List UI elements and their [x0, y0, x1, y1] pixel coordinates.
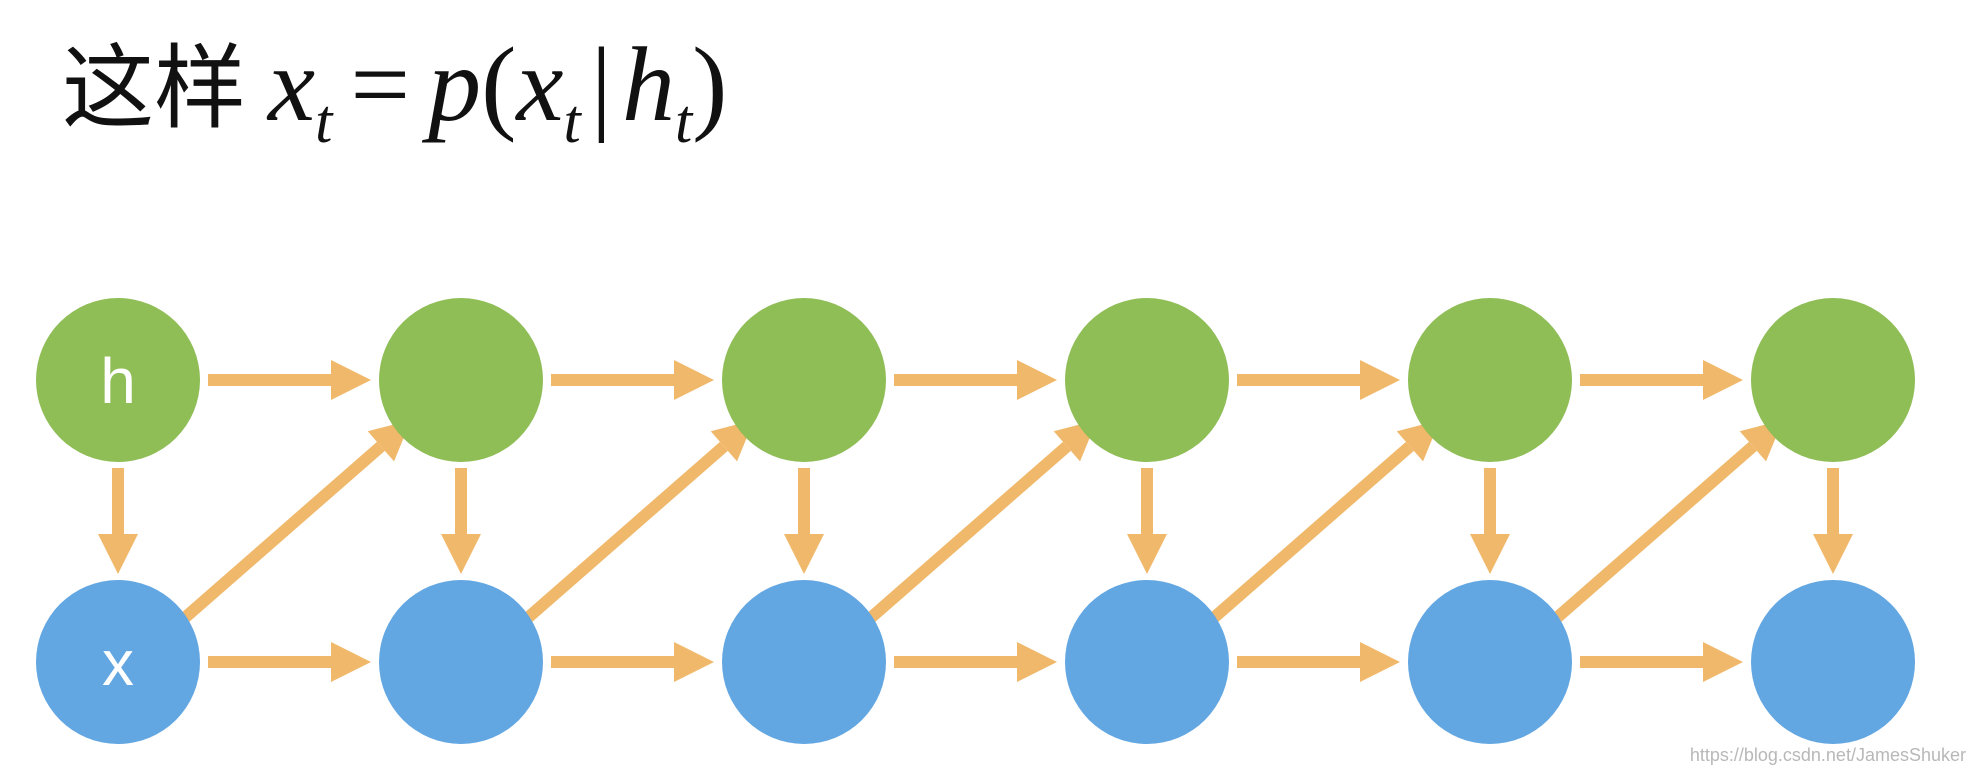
- input-node-3: [1065, 580, 1229, 744]
- formula-close-paren: ): [692, 26, 728, 143]
- hidden-node-label: h: [100, 345, 136, 417]
- arrow-x4-to-x5: [1580, 642, 1743, 682]
- arrow-x2-to-h3: [862, 420, 1097, 627]
- arrow-h5-to-x5: [1813, 468, 1853, 574]
- arrow-x4-to-h5: [1548, 420, 1783, 627]
- arrow-h1-to-x1: [441, 468, 481, 574]
- formula-arg-var: x: [516, 26, 564, 143]
- arrow-h3-to-x3: [1127, 468, 1167, 574]
- arrow-h3-to-h4: [1237, 360, 1400, 400]
- arrow-x3-to-h4-shaft: [1205, 441, 1414, 627]
- hidden-node-2: [722, 298, 886, 462]
- input-node-5: [1751, 580, 1915, 744]
- formula-equals: =: [350, 26, 411, 143]
- arrow-x1-to-x2-head: [674, 642, 714, 682]
- formula-open-paren: (: [481, 26, 517, 143]
- input-node-0: [36, 580, 200, 744]
- arrow-h0-to-h1: [208, 360, 371, 400]
- arrow-h3-to-h4-head: [1360, 360, 1400, 400]
- arrow-h0-to-x0-head: [98, 534, 138, 574]
- formula-given-bar: |: [590, 26, 612, 143]
- formula-lhs-sub: t: [315, 88, 333, 156]
- arrow-x2-to-h3-shaft: [862, 441, 1071, 627]
- hidden-node-3: [1065, 298, 1229, 462]
- title-formula: xt=p(xt|ht): [268, 24, 728, 153]
- arrow-x1-to-h2-shaft: [519, 441, 728, 627]
- arrow-x3-to-x4: [1237, 642, 1400, 682]
- hidden-node-1: [379, 298, 543, 462]
- arrow-h3-to-x3-head: [1127, 534, 1167, 574]
- arrow-x0-to-x1: [208, 642, 371, 682]
- arrow-x2-to-x3-head: [1017, 642, 1057, 682]
- arrow-x3-to-x4-head: [1360, 642, 1400, 682]
- arrow-x0-to-h1-shaft: [176, 441, 385, 627]
- hidden-node-4: [1408, 298, 1572, 462]
- arrow-h4-to-h5: [1580, 360, 1743, 400]
- input-node-label: x: [102, 627, 134, 699]
- arrow-h5-to-x5-head: [1813, 534, 1853, 574]
- arrow-x2-to-x3: [894, 642, 1057, 682]
- formula-cond-var: h: [621, 26, 675, 143]
- arrow-x3-to-h4: [1205, 420, 1440, 627]
- arrow-h0-to-h1-head: [331, 360, 371, 400]
- input-node-2: [722, 580, 886, 744]
- arrow-h4-to-h5-head: [1703, 360, 1743, 400]
- arrow-h2-to-h3: [894, 360, 1057, 400]
- arrow-x0-to-x1-head: [331, 642, 371, 682]
- arrow-h2-to-h3-head: [1017, 360, 1057, 400]
- hidden-node-5: [1751, 298, 1915, 462]
- arrow-h1-to-h2-head: [674, 360, 714, 400]
- arrows-layer: [98, 360, 1853, 682]
- input-node-1: [379, 580, 543, 744]
- formula-arg-sub: t: [563, 88, 581, 156]
- formula-lhs-var: x: [268, 26, 316, 143]
- arrow-x0-to-h1: [176, 420, 411, 627]
- arrow-h1-to-x1-head: [441, 534, 481, 574]
- nodes-layer: hx: [36, 298, 1915, 744]
- slide-title: 这样 xt=p(xt|ht): [62, 14, 728, 153]
- arrow-x4-to-x5-head: [1703, 642, 1743, 682]
- arrow-h2-to-x2-head: [784, 534, 824, 574]
- arrow-h1-to-h2: [551, 360, 714, 400]
- formula-func: p: [428, 26, 482, 143]
- input-node-4: [1408, 580, 1572, 744]
- arrow-x1-to-h2: [519, 420, 754, 627]
- arrow-h2-to-x2: [784, 468, 824, 574]
- arrow-h4-to-x4: [1470, 468, 1510, 574]
- formula-cond-sub: t: [674, 88, 693, 156]
- arrow-x4-to-h5-shaft: [1548, 441, 1757, 627]
- arrow-h4-to-x4-head: [1470, 534, 1510, 574]
- arrow-x1-to-x2: [551, 642, 714, 682]
- title-prefix: 这样: [62, 35, 247, 142]
- watermark-text: https://blog.csdn.net/JamesShuker: [1689, 745, 1966, 765]
- arrow-h0-to-x0: [98, 468, 138, 574]
- hidden-node-0: [36, 298, 200, 462]
